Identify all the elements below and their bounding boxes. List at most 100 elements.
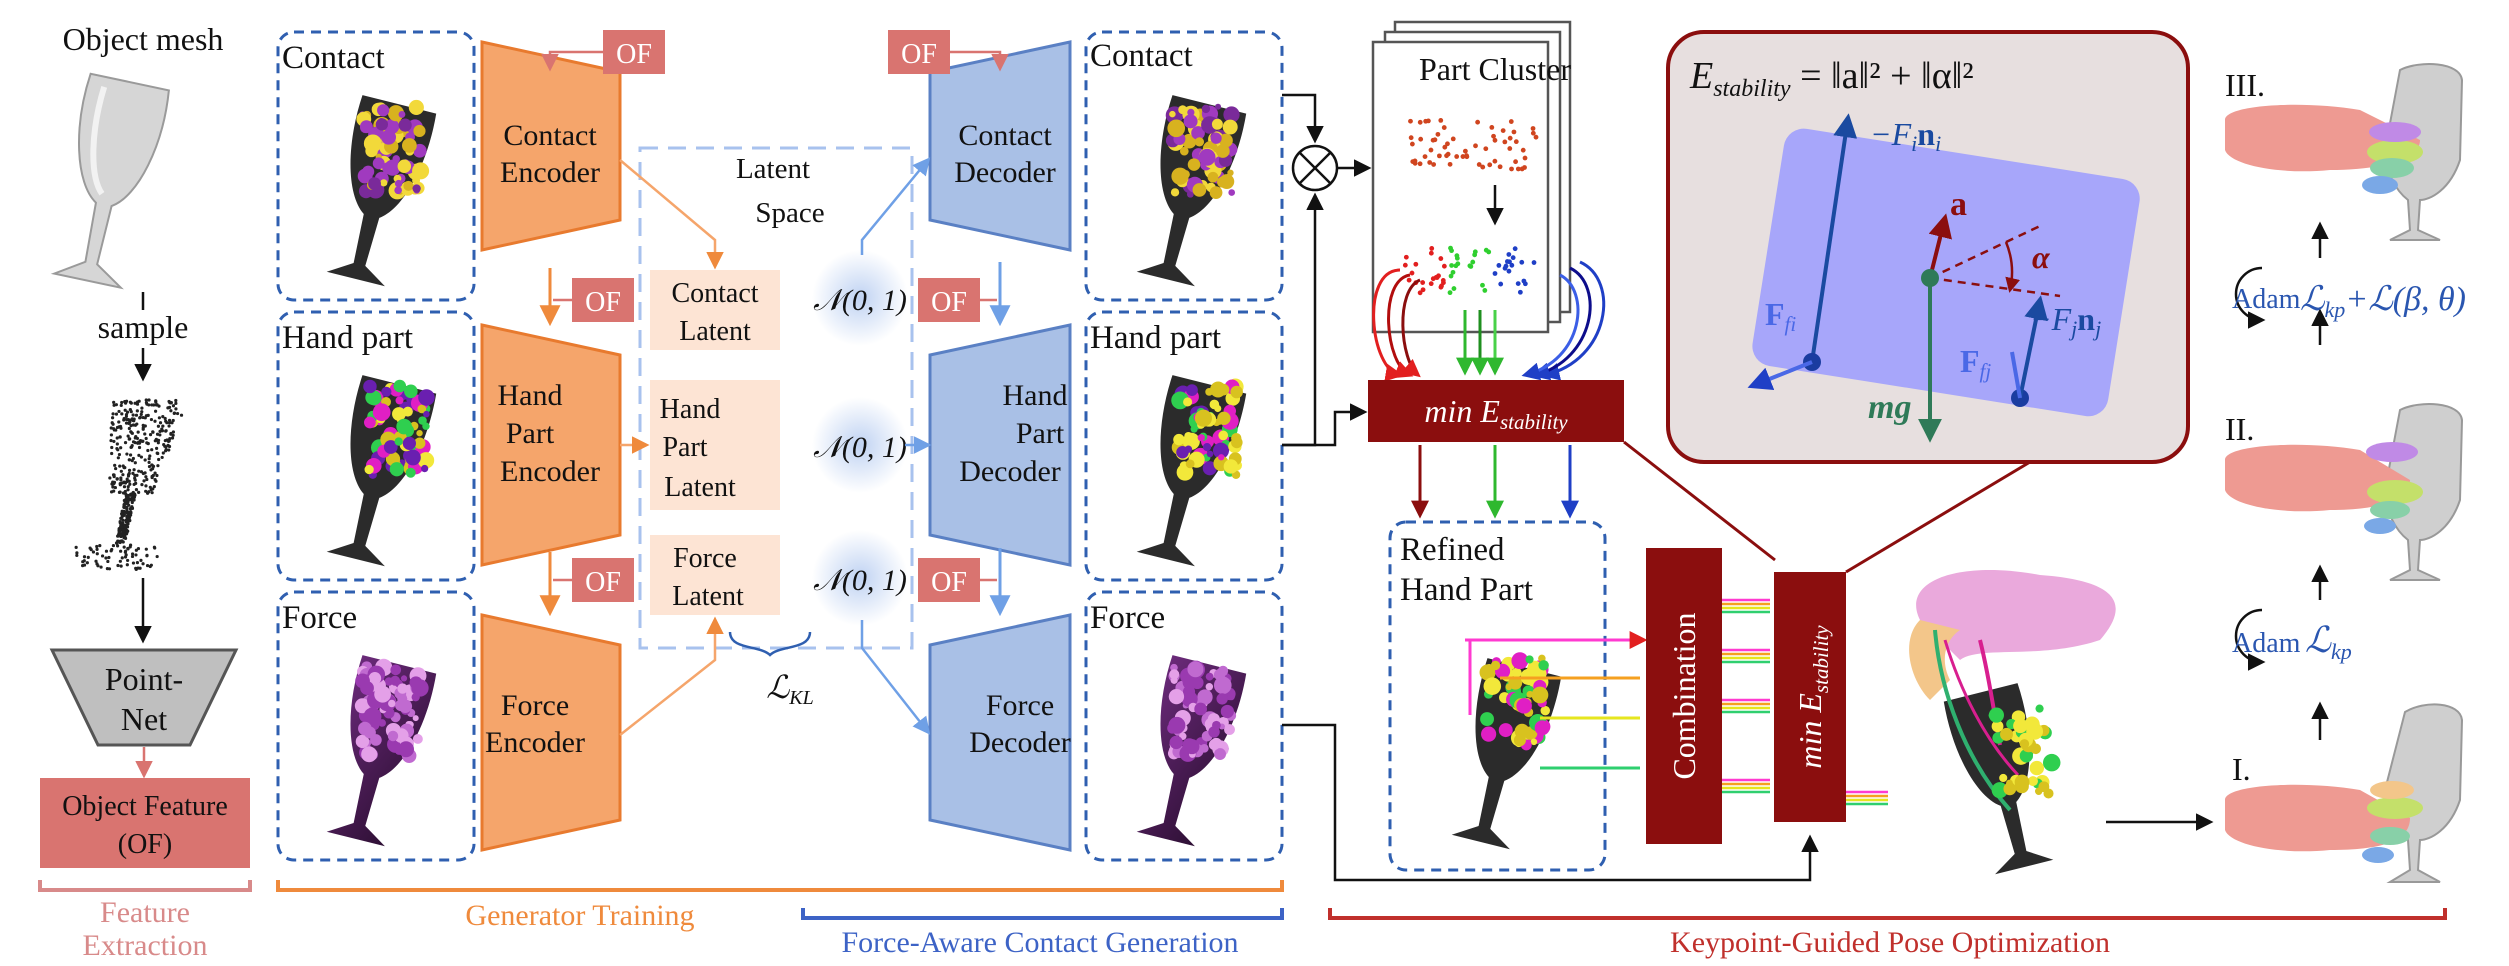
contact-blob	[372, 403, 391, 422]
pointnet-label-line1: Point-	[105, 661, 183, 697]
point-cloud-dot	[150, 448, 154, 452]
point-cloud-dot	[112, 473, 116, 477]
of-label-bottom-decoder: OF	[931, 567, 967, 598]
point-cloud-dot	[132, 495, 136, 499]
point-cloud-dot	[122, 466, 126, 470]
point-cloud-dot	[134, 413, 139, 417]
contact-blob	[1202, 461, 1217, 476]
cluster-point	[1435, 131, 1441, 137]
contact-blob	[402, 436, 416, 450]
point-cloud-dot	[127, 503, 131, 507]
cluster-point-colored	[1451, 286, 1457, 291]
point-cloud-dot	[149, 417, 154, 422]
cluster-point	[1522, 165, 1527, 170]
latent-space: Latent Space Contact Latent Hand Part La…	[619, 146, 914, 736]
cluster-point-colored	[1413, 261, 1419, 267]
point-cloud-dot	[156, 464, 160, 468]
point-cloud-dot	[166, 406, 170, 410]
cluster-point	[1502, 139, 1508, 145]
contact-blob	[357, 168, 373, 184]
contact-blob	[1199, 743, 1209, 753]
contact-blob	[1527, 660, 1542, 675]
point-cloud-dot	[123, 555, 128, 559]
point-cloud-dot	[122, 485, 127, 489]
cluster-point-colored	[1417, 290, 1423, 296]
point-cloud-dot	[118, 464, 122, 468]
encoders: Contact Encoder Hand Part Encoder Force …	[480, 40, 622, 852]
cluster-point	[1533, 134, 1539, 140]
point-cloud-dot	[94, 559, 98, 563]
cluster-point-colored	[1409, 270, 1415, 276]
cluster-point-colored	[1510, 255, 1516, 261]
cluster-point	[1520, 147, 1526, 153]
contact-blob	[396, 418, 412, 435]
fusion: Part Cluster min Estability	[1282, 20, 1819, 882]
cluster-point-colored	[1482, 288, 1488, 293]
point-cloud-dot	[145, 477, 149, 482]
contact-blob	[405, 449, 421, 466]
cluster-point	[1436, 153, 1442, 159]
hand-decoder-line3: Decoder	[959, 455, 1061, 488]
point-cloud-dot	[153, 409, 158, 413]
point-cloud-dot	[95, 544, 99, 549]
point-cloud-dot	[88, 546, 92, 550]
point-cloud-dot	[82, 563, 87, 567]
point-cloud-dot	[122, 528, 126, 533]
force-j-label: −Fjnj	[2030, 301, 2101, 341]
contact-blob	[2019, 749, 2034, 763]
point-cloud-dot	[153, 478, 157, 482]
contact-blob	[418, 416, 427, 425]
contact-blob	[1202, 442, 1212, 452]
contact-blob	[402, 406, 413, 417]
normal-dist-2: 𝒩(0, 1)	[813, 431, 907, 464]
stage-ii-label: II.	[2225, 411, 2254, 447]
hand-decoder-line1: Hand	[1003, 379, 1068, 412]
point-cloud-dot	[129, 409, 133, 414]
point-cloud-dot	[143, 416, 147, 420]
point-cloud-dot	[131, 561, 136, 565]
hand-encoder-line2: Part	[506, 417, 555, 450]
contact-blob	[1205, 672, 1214, 681]
kl-loss-label: ℒKL	[766, 669, 814, 709]
contact-blob	[1194, 409, 1212, 427]
point-cloud-dot	[137, 445, 142, 450]
contact-blob	[417, 452, 435, 469]
contact-blob	[1480, 712, 1494, 726]
point-cloud-dot	[147, 464, 152, 469]
contact-blob	[1167, 119, 1186, 138]
point-cloud-dot	[153, 439, 157, 443]
contact-blob	[1531, 686, 1549, 704]
point-cloud-dot	[109, 438, 113, 443]
cluster-point-colored	[1436, 273, 1441, 279]
point-cloud-dot	[169, 432, 173, 436]
contact-blob	[1186, 190, 1194, 198]
point-cloud-dot	[160, 429, 165, 433]
point-cloud-dot	[117, 530, 121, 534]
cluster-point	[1418, 136, 1424, 142]
point-cloud-dot	[127, 426, 131, 431]
contact-blob	[1209, 399, 1220, 410]
point-cloud-dot	[104, 549, 109, 553]
point-cloud-dot	[156, 451, 160, 456]
point-cloud-dot	[154, 400, 158, 404]
contact-blob	[412, 162, 430, 180]
fric-i-label: Ffi	[1765, 296, 1796, 336]
contact-blob	[383, 440, 398, 454]
point-cloud-dot	[124, 414, 129, 419]
contact-blob	[1168, 716, 1186, 734]
contact-encoder: Contact Encoder	[480, 40, 622, 252]
refined-hand-part: Refined Hand Part	[1388, 520, 1648, 872]
panel-hand-left-label: Hand part	[282, 320, 413, 356]
contact-blob	[1218, 454, 1225, 461]
contact-blob	[397, 683, 408, 694]
point-cloud-dot	[119, 482, 123, 486]
contact-blob	[1208, 739, 1220, 751]
contact-blob	[398, 699, 413, 714]
point-cloud-dot	[142, 479, 146, 483]
contact-blob	[2034, 787, 2043, 795]
point-cloud-dot	[163, 416, 167, 421]
pointnet-block: Point- Net	[49, 648, 239, 747]
point-cloud-dot	[127, 517, 131, 521]
point-cloud-dot	[110, 416, 115, 420]
adam-label-upper: Adam	[2232, 284, 2301, 315]
